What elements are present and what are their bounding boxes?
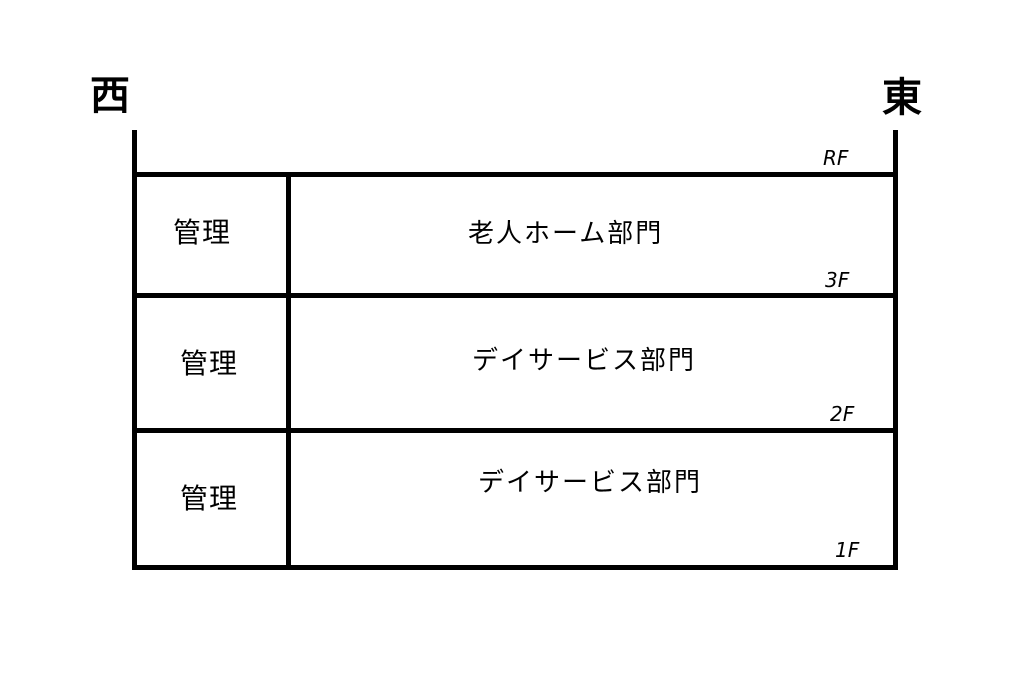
floor-line-2f bbox=[132, 428, 898, 433]
roof-line bbox=[132, 172, 898, 177]
ground-line bbox=[132, 565, 898, 570]
east-label: 東 bbox=[882, 75, 922, 121]
west-label: 西 bbox=[90, 73, 130, 119]
department-2f: デイサービス部門 bbox=[472, 346, 697, 376]
floor-label-3f: 3F bbox=[825, 268, 850, 292]
department-3f: 老人ホーム部門 bbox=[468, 219, 664, 249]
floor-label-rf: RF bbox=[823, 146, 849, 170]
floor-line-3f bbox=[132, 293, 898, 298]
east-wall bbox=[893, 130, 898, 570]
department-1f: デイサービス部門 bbox=[478, 468, 703, 498]
west-wall bbox=[132, 130, 137, 570]
management-room-2f: 管理 bbox=[180, 347, 239, 380]
floor-label-1f: 1F bbox=[835, 538, 860, 562]
management-partition bbox=[286, 172, 291, 570]
floor-label-2f: 2F bbox=[830, 402, 855, 426]
management-room-1f: 管理 bbox=[180, 482, 239, 515]
management-room-3f: 管理 bbox=[173, 216, 232, 249]
